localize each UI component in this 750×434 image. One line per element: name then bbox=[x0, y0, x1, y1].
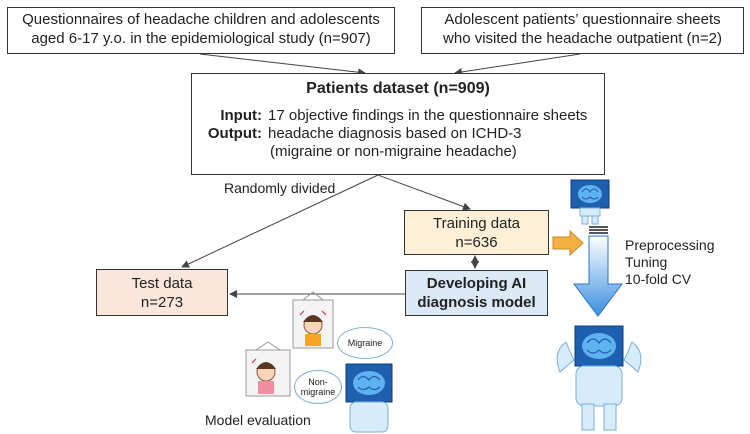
evaluation-robot-icon bbox=[345, 363, 393, 433]
dataset-output-row: Output: headache diagnosis based on ICHD-… bbox=[192, 125, 604, 143]
speech-bubble-icon-2: Non- migraine bbox=[294, 370, 342, 404]
arrow-epi-to-dataset bbox=[199, 53, 366, 77]
training-data-box: Training data n=636 bbox=[404, 210, 549, 255]
arrow-dataset-to-test bbox=[181, 174, 379, 268]
outpatient-source-box: Adolescent patients’ questionnaire sheet… bbox=[421, 7, 744, 54]
dataset-count: (n=909) bbox=[433, 80, 490, 97]
input-text: 17 objective findings in the questionnai… bbox=[268, 107, 588, 124]
bubble-migraine: Migraine bbox=[347, 338, 383, 348]
bubble-non-1: Non- bbox=[308, 377, 328, 387]
bubble-non-2: migraine bbox=[300, 387, 336, 397]
epidemiological-source-line2: aged 6-17 y.o. in the epidemiological st… bbox=[31, 30, 371, 47]
pipeline-steps: Preprocessing Tuning 10-fold CV bbox=[625, 237, 715, 288]
ai-brain-robot-icon bbox=[570, 179, 610, 225]
dataset-output-note: (migraine or non-migraine headache) bbox=[270, 143, 517, 160]
speech-bubble-icon: Migraine bbox=[337, 327, 393, 359]
arrow-outpatient-to-dataset bbox=[454, 53, 581, 76]
dataset-title: Patients dataset (n=909) bbox=[192, 80, 604, 98]
test-line2: n=273 bbox=[140, 294, 184, 311]
training-line1: Training data bbox=[433, 215, 520, 232]
patient-girl-icon bbox=[292, 291, 334, 349]
test-data-box: Test data n=273 bbox=[96, 269, 228, 316]
step-cv: 10-fold CV bbox=[625, 271, 692, 287]
model-line1: Developing AI bbox=[426, 275, 527, 292]
dataset-input-row: Input: 17 objective findings in the quest… bbox=[192, 107, 604, 125]
dataset-title-text: Patients dataset bbox=[306, 80, 429, 97]
training-line2: n=636 bbox=[455, 234, 498, 251]
model-line2: diagnosis model bbox=[417, 294, 536, 311]
output-text: headache diagnosis based on ICHD-3 bbox=[268, 125, 522, 142]
patients-dataset-box: Patients dataset (n=909) Input: 17 object… bbox=[191, 73, 605, 175]
strong-ai-robot-icon bbox=[556, 325, 642, 431]
output-label: Output: bbox=[207, 125, 262, 142]
pipeline-arrow bbox=[573, 226, 623, 317]
ai-model-box: Developing AI diagnosis model bbox=[405, 270, 548, 316]
test-line1: Test data bbox=[131, 275, 193, 292]
step-tuning: Tuning bbox=[625, 254, 668, 270]
split-label: Randomly divided bbox=[224, 180, 336, 196]
step-preprocessing: Preprocessing bbox=[625, 237, 715, 253]
evaluation-label: Model evaluation bbox=[205, 412, 311, 428]
outpatient-source-line1: Adolescent patients’ questionnaire sheet… bbox=[444, 11, 721, 28]
epidemiological-source-box: Questionnaires of headache children and … bbox=[7, 7, 395, 54]
outpatient-source-line2: who visited the headache outpatient (n=2… bbox=[443, 30, 722, 47]
arrow-dataset-to-training bbox=[377, 174, 471, 211]
patient-girl-icon-2 bbox=[245, 341, 291, 397]
epidemiological-source-line1: Questionnaires of headache children and … bbox=[22, 11, 380, 28]
training-to-pipeline-arrow bbox=[552, 229, 584, 257]
input-label: Input: bbox=[220, 107, 262, 124]
